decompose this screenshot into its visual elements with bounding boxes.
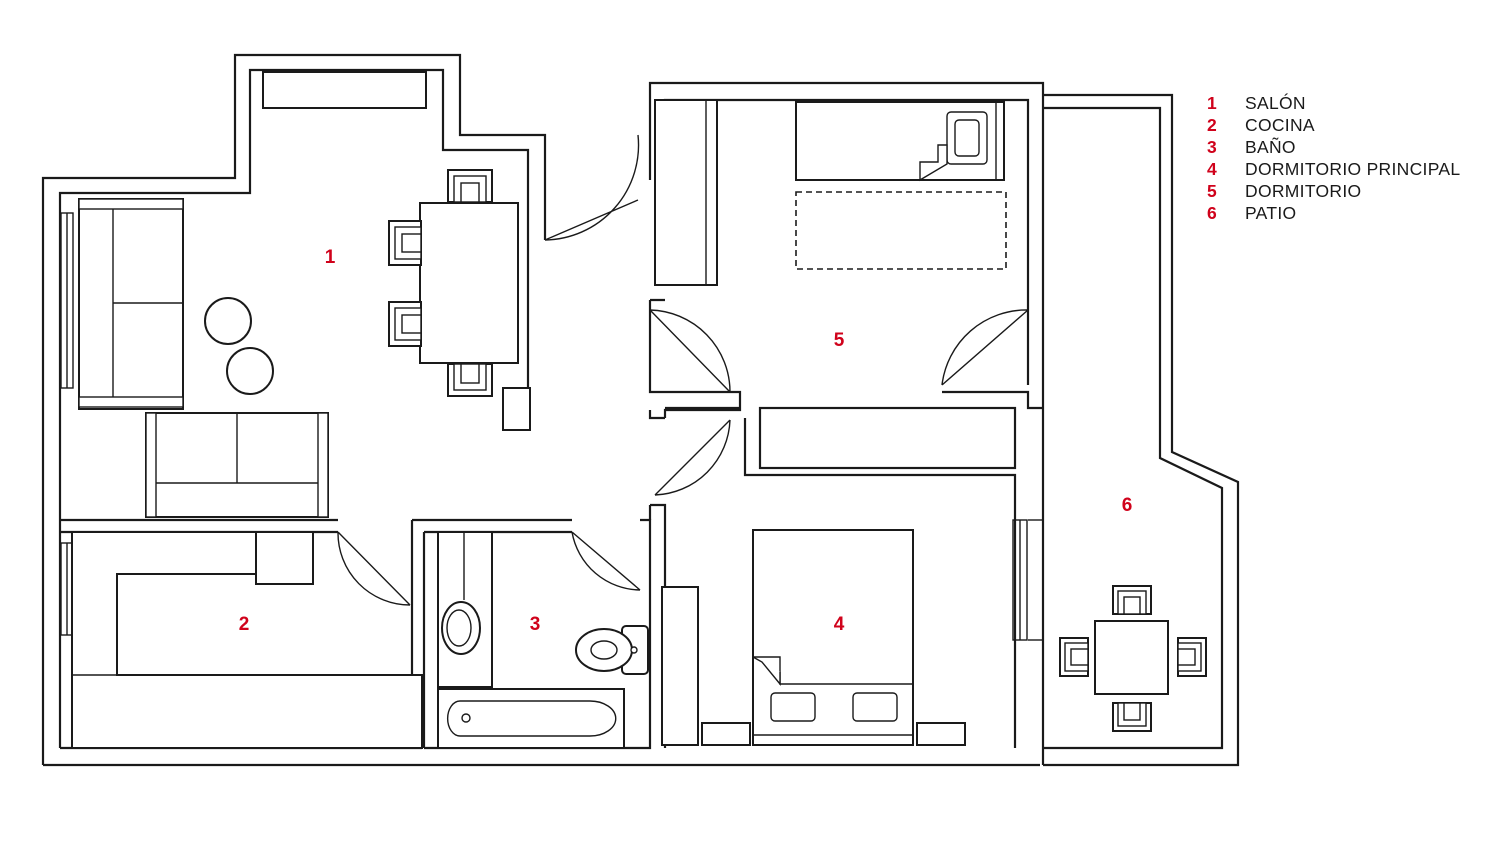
legend-label: PATIO [1245, 202, 1297, 223]
legend-label: DORMITORIO PRINCIPAL [1245, 158, 1461, 179]
legend-label: COCINA [1245, 114, 1315, 135]
legend-number: 3 [1207, 136, 1217, 157]
wardrobe [654, 99, 718, 286]
legend-number: 5 [1207, 180, 1217, 201]
bathroom-furniture [437, 531, 649, 749]
legend-number: 2 [1207, 114, 1217, 135]
chair [447, 363, 493, 397]
chair [447, 169, 493, 203]
legend-item: 4 DORMITORIO PRINCIPAL [1207, 158, 1460, 180]
pillow [852, 692, 898, 722]
kitchen-furniture [71, 531, 423, 749]
room-label-1: 1 [325, 247, 336, 268]
room-legend: 1 SALÓN 2 COCINA 3 BAÑO 4 DORMITORIO PRI… [1207, 92, 1460, 224]
legend-label: BAÑO [1245, 136, 1296, 157]
nightstand [916, 722, 966, 746]
chair [1177, 637, 1207, 677]
doors [337, 134, 1029, 606]
side-table [226, 347, 274, 395]
pillow [770, 692, 816, 722]
dining-table [419, 202, 519, 364]
living-furniture [78, 71, 531, 518]
chair [388, 220, 422, 266]
windows [60, 212, 1043, 641]
room-label-3: 3 [530, 614, 541, 635]
tv-cabinet [262, 71, 427, 109]
desk [661, 586, 699, 746]
legend-number: 6 [1207, 202, 1217, 223]
bedroom-furniture [654, 99, 1007, 286]
chair [1112, 585, 1152, 615]
master-bedroom-furniture [661, 529, 966, 746]
patio-furniture [1059, 585, 1207, 732]
toilet [575, 625, 649, 675]
trundle-bed [795, 191, 1007, 270]
sofa [78, 198, 184, 410]
room-labels: 1 2 3 4 5 6 [239, 247, 1133, 635]
legend-item: 2 COCINA [1207, 114, 1460, 136]
nightstand [701, 722, 751, 746]
legend-item: 5 DORMITORIO [1207, 180, 1460, 202]
patio-table [1094, 620, 1169, 695]
legend-item: 3 BAÑO [1207, 136, 1460, 158]
fridge [255, 531, 314, 585]
legend-label: SALÓN [1245, 92, 1306, 113]
side-table [204, 297, 252, 345]
room-label-2: 2 [239, 614, 250, 635]
legend-label: DORMITORIO [1245, 180, 1362, 201]
room-label-6: 6 [1122, 495, 1133, 516]
legend-item: 1 SALÓN [1207, 92, 1460, 114]
room-label-4: 4 [834, 614, 845, 635]
column [502, 387, 531, 431]
chair [388, 301, 422, 347]
room-label-5: 5 [834, 330, 845, 351]
legend-number: 1 [1207, 92, 1217, 113]
legend-number: 4 [1207, 158, 1217, 179]
chair [1112, 702, 1152, 732]
legend-item: 6 PATIO [1207, 202, 1460, 224]
chair [1059, 637, 1089, 677]
